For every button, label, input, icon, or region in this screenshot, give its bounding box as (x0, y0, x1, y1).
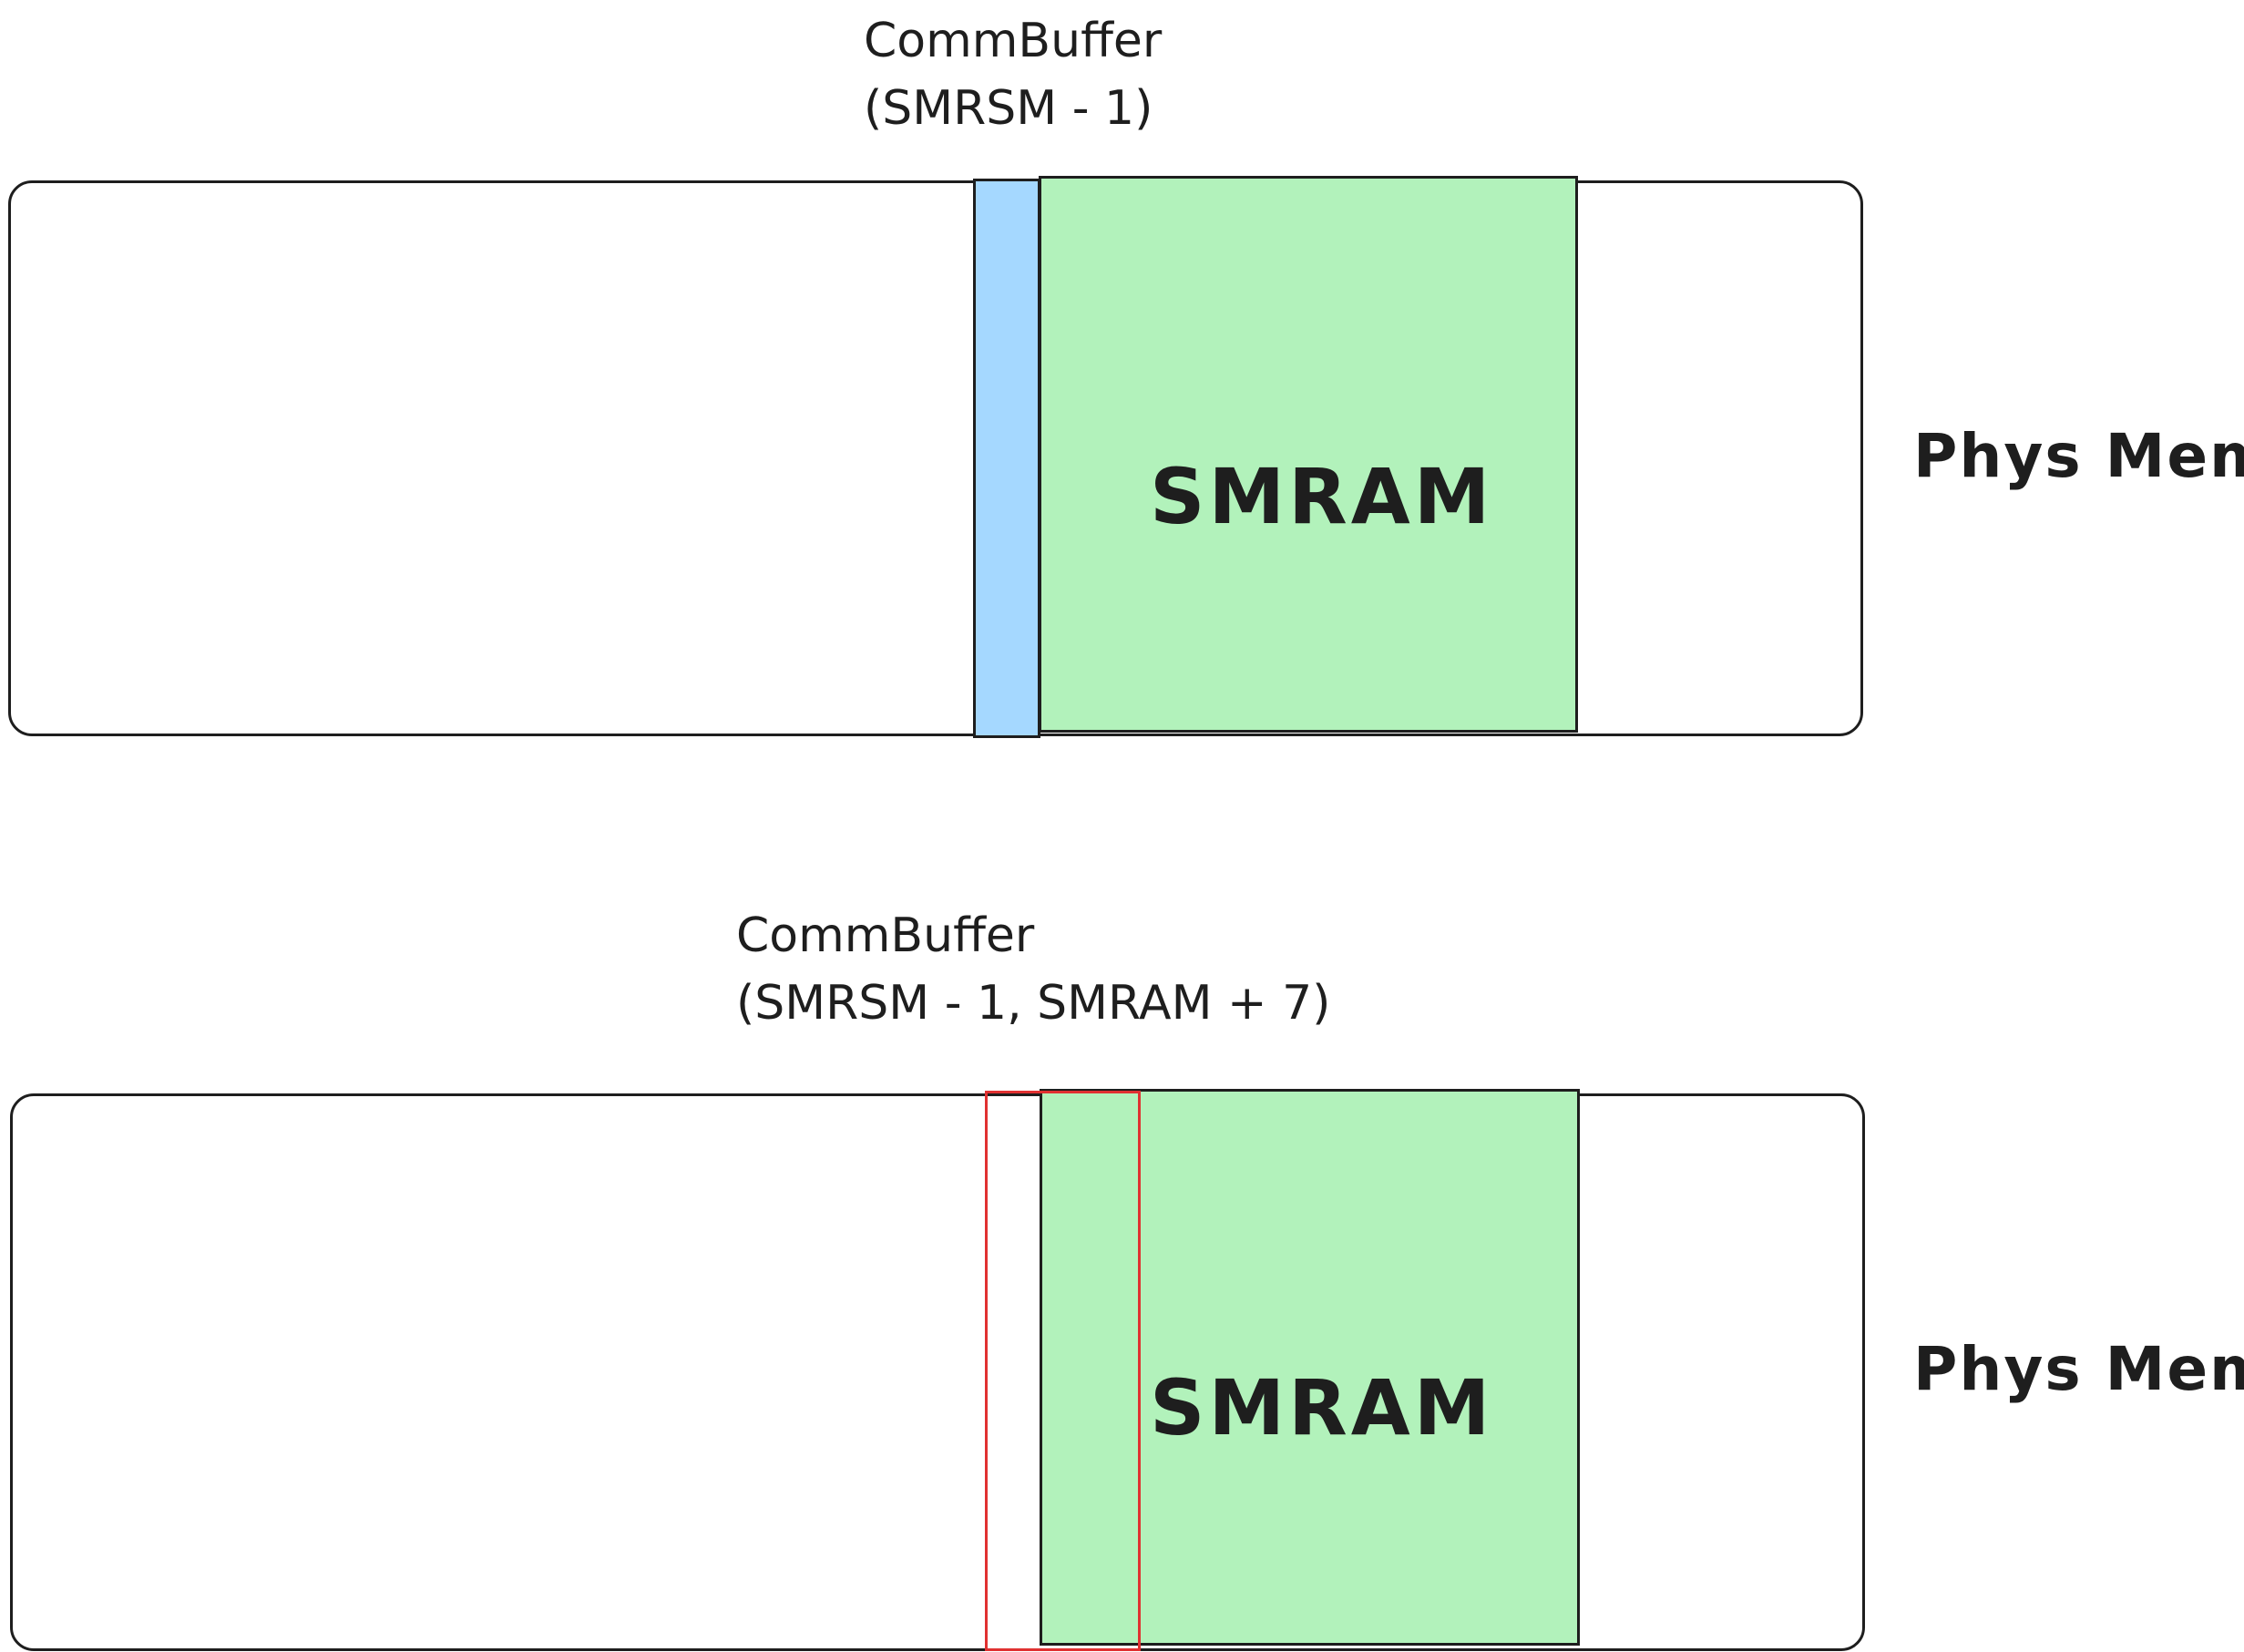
comm-buffer-caption: CommBuffer (SMRSM - 1, SMRAM + 7) (736, 902, 1330, 1037)
phys-mem-label: Phys Mem (1913, 421, 2244, 491)
caption-line-2: (SMRSM - 1, SMRAM + 7) (736, 976, 1331, 1031)
phys-mem-box (10, 1093, 1865, 1651)
phys-mem-label: Phys Mem (1913, 1334, 2244, 1404)
comm-buffer-caption: CommBuffer (SMRSM - 1) (864, 7, 1162, 142)
caption-line-1: CommBuffer (864, 14, 1163, 68)
smram-block (1039, 176, 1578, 733)
caption-line-2: (SMRSM - 1) (864, 81, 1153, 136)
smram-label: SMRAM (1150, 452, 1494, 541)
comm-buffer-block (973, 179, 1040, 738)
phys-mem-box (8, 180, 1863, 736)
smram-block (1040, 1089, 1580, 1646)
caption-line-1: CommBuffer (736, 908, 1035, 963)
smram-label: SMRAM (1150, 1363, 1494, 1452)
comm-buffer-outline (985, 1091, 1141, 1651)
